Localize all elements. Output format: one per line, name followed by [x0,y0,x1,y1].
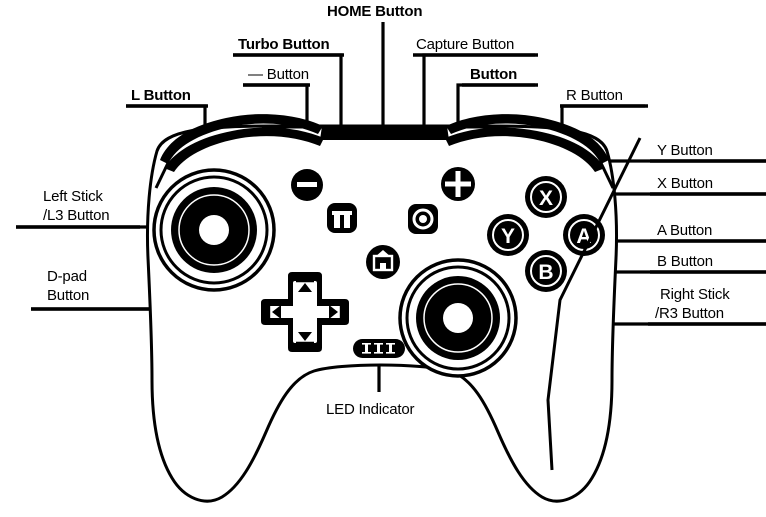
label-dpad-line2: Button [47,287,90,304]
label-r-button: R Button [566,87,623,104]
l-bumper-lower [164,127,324,172]
r-bumper-lower [445,127,605,172]
turbo-icon-top [332,211,352,215]
home-icon-roof [375,250,391,257]
l-bumper-join [154,162,170,189]
leader-r [560,104,645,128]
y-button[interactable]: Y [487,214,529,256]
label-dpad-line1: D-pad [47,268,87,285]
led-lamp-1-top [362,343,371,345]
label-home-button: HOME Button [327,3,423,20]
d-pad-left-arrow-icon [272,305,281,319]
label-right-stick-line1: Right Stick [660,286,730,303]
led-lamp-1 [365,344,368,353]
label-turbo-button: Turbo Button [238,36,330,53]
plus-button[interactable] [441,167,475,201]
label-minus-button: — Button [248,66,309,83]
d-pad-cross-inner [268,281,342,343]
label-y-button: Y Button [657,142,713,159]
right-stick-cap-groove [423,283,493,353]
capture-icon-lens [419,215,427,223]
led-lamp-2-bot [374,352,383,354]
d-pad[interactable] [261,272,349,352]
x-button[interactable]: X [525,176,567,218]
b-button-letter: B [538,261,553,284]
face-buttons[interactable]: X Y A B [487,176,605,292]
top-band [326,128,443,140]
home-button[interactable] [366,245,400,279]
left-stick-cap-groove [178,194,250,266]
capture-icon-outer [412,208,434,230]
minus-button[interactable] [291,169,323,201]
home-icon-door [380,263,386,270]
d-pad-right-arrow-icon [329,305,338,319]
left-stick-hub [199,215,229,245]
x-button-inner-ring [530,181,562,213]
y-button-inner-ring [492,219,524,251]
label-underlines [16,53,766,326]
label-capture-button: Capture Button [416,36,515,53]
label-x-button: X Button [657,175,713,192]
turbo-icon-split [340,215,344,228]
led-lamp-2-top [374,343,383,345]
label-l-button: L Button [131,87,191,104]
label-left-stick-line1: Left Stick [43,188,103,205]
label-right-stick-line2: /R3 Button [655,305,724,322]
led-lamp-2 [377,344,380,353]
led-lamp-1-bot [362,352,371,354]
left-stick[interactable] [152,168,276,292]
y-button-letter: Y [501,225,515,248]
r-bumper-join [599,162,615,189]
r-bumper-upper [446,114,609,164]
label-b-button: B Button [657,253,713,270]
leader-l [126,104,207,127]
label-left-stick-line2: /L3 Button [43,207,110,224]
label-led-indicator: LED Indicator [326,401,415,418]
right-stick-hub [443,303,473,333]
x-button-letter: X [539,187,553,210]
label-plus-button: Button [470,66,518,83]
d-pad-down-arrow-icon [298,332,312,341]
l-bumper-upper [160,114,323,164]
minus-icon [297,182,317,187]
label-a-button: A Button [657,222,713,239]
led-lamp-3 [389,344,392,353]
turbo-button[interactable] [327,203,357,233]
right-stick[interactable] [398,258,518,378]
led-lamp-3-top [386,343,395,345]
capture-button[interactable] [408,204,438,234]
a-button-letter: A [576,225,591,248]
led-lamps [362,343,395,354]
b-button-inner-ring [530,255,562,287]
led-indicator [353,339,405,358]
leader-diagonal-right [546,137,642,471]
led-lamp-3-bot [386,352,395,354]
b-button[interactable]: B [525,250,567,292]
plus-icon-horizontal [445,181,471,187]
d-pad-up-arrow-icon [298,283,312,292]
